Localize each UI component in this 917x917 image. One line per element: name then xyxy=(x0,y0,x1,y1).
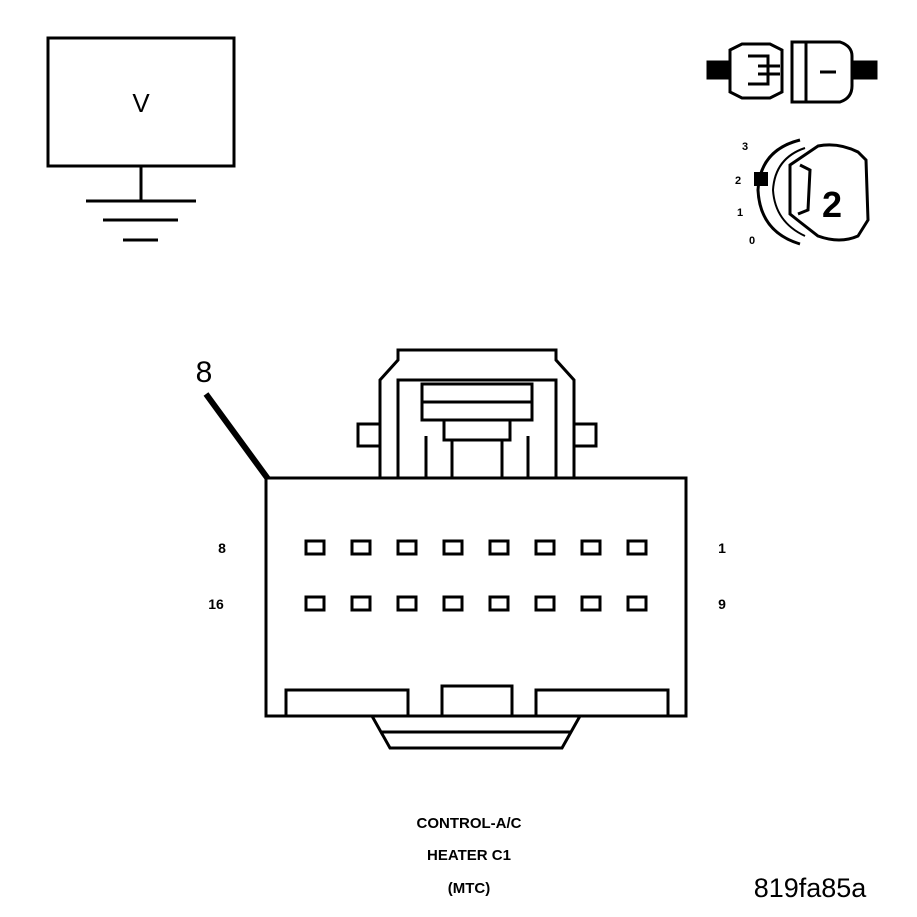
ignition-position-0: 0 xyxy=(749,235,755,247)
pin-cavity-4 xyxy=(488,539,510,556)
caption-line-2: HEATER C1 xyxy=(427,847,511,864)
pin-label-top-left: 8 xyxy=(218,540,226,556)
voltmeter-symbol: V xyxy=(132,88,150,118)
caption-line-3: (MTC) xyxy=(448,880,490,897)
ignition-selected-position: 2 xyxy=(822,184,842,225)
pin-cavity-3 xyxy=(534,539,556,556)
pin-cavity-13 xyxy=(442,595,464,612)
ignition-key-icon: 3 2 1 0 2 xyxy=(735,138,870,247)
pin-cavity-15 xyxy=(350,595,372,612)
ignition-position-2: 2 xyxy=(735,175,741,187)
pin-row-top xyxy=(304,539,648,556)
pin-cavity-5 xyxy=(442,539,464,556)
pin-cavity-12 xyxy=(488,595,510,612)
callout-label: 8 xyxy=(196,356,213,389)
pin-cavity-6 xyxy=(396,539,418,556)
pin-cavity-1 xyxy=(626,539,648,556)
ignition-position-3: 3 xyxy=(742,141,748,153)
pin-cavity-10 xyxy=(580,595,602,612)
figure-id: 819fa85a xyxy=(754,873,868,903)
pin-row-bottom xyxy=(304,595,648,612)
connector-face xyxy=(264,348,688,750)
pin-label-top-right: 1 xyxy=(718,540,726,556)
pin-label-bottom-left: 16 xyxy=(208,596,224,612)
pin-cavity-2 xyxy=(580,539,602,556)
connector-disconnected-icon xyxy=(706,40,878,104)
ignition-position-1: 1 xyxy=(737,207,743,219)
voltmeter-icon: V xyxy=(46,36,236,242)
pin-cavity-16 xyxy=(304,595,326,612)
pin-cavity-9 xyxy=(626,595,648,612)
pin-cavity-11 xyxy=(534,595,556,612)
pin-cavity-7 xyxy=(350,539,372,556)
pin-cavity-14 xyxy=(396,595,418,612)
pin-cavity-8 xyxy=(304,539,326,556)
caption-line-1: CONTROL-A/C xyxy=(417,815,522,832)
pin-label-bottom-right: 9 xyxy=(718,596,726,612)
